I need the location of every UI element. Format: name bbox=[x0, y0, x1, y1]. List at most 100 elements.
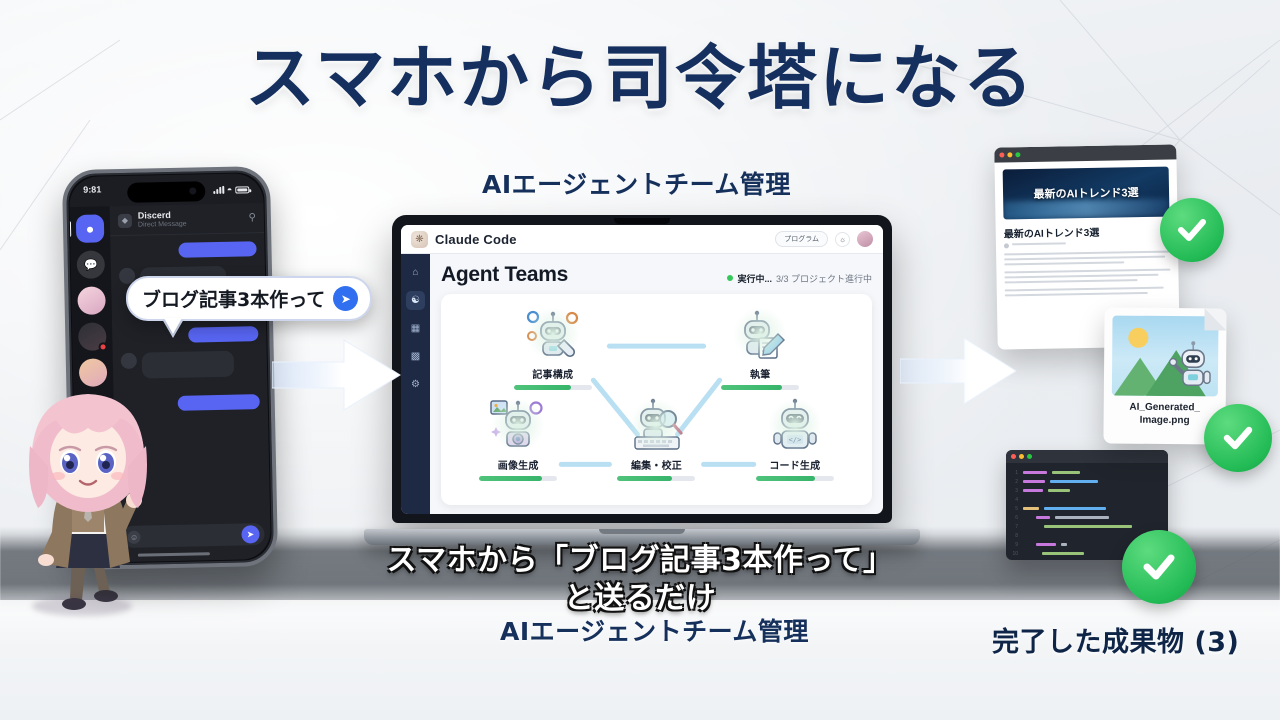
sun-icon bbox=[1128, 327, 1149, 348]
check-mark-icon bbox=[1122, 530, 1196, 604]
discord-glyph-icon: ● bbox=[85, 220, 95, 237]
message-bubble-outgoing bbox=[177, 394, 260, 411]
content-header: Agent Teams 実行中... 3/3 プロジェクト進行中 bbox=[441, 263, 872, 287]
user-avatar[interactable] bbox=[857, 231, 873, 247]
code-line: 5 bbox=[1012, 505, 1162, 512]
save-icon[interactable]: ▦ bbox=[410, 323, 421, 334]
laptop-screen: ❋ Claude Code プログラム ☼ ⌂ ☯ ▦ ▩ ⚙ bbox=[401, 225, 883, 514]
text-line bbox=[1004, 268, 1171, 274]
file-name-line1: AI_Generated_ bbox=[1129, 401, 1201, 414]
status-detail-label: 3/3 プロジェクト進行中 bbox=[775, 273, 872, 284]
code-titlebar bbox=[1006, 450, 1168, 463]
agent-progress-bar bbox=[721, 385, 800, 390]
message-bubble-outgoing bbox=[178, 241, 257, 258]
unread-badge bbox=[98, 342, 108, 352]
agent-progress-bar bbox=[479, 476, 558, 481]
code-line: 2 bbox=[1012, 478, 1162, 485]
home-icon[interactable]: ⌂ bbox=[412, 267, 419, 278]
text-line bbox=[1004, 279, 1138, 284]
chat-subtitle: Direct Message bbox=[137, 220, 187, 229]
status-dot-icon bbox=[727, 275, 734, 281]
maximize-icon[interactable] bbox=[1015, 152, 1021, 158]
agent-illustration: </> bbox=[748, 394, 842, 456]
team-icon[interactable]: ☯ bbox=[406, 291, 425, 310]
program-badge[interactable]: プログラム bbox=[775, 231, 828, 247]
text-line bbox=[1004, 291, 1148, 297]
minimize-icon[interactable] bbox=[1019, 454, 1024, 459]
browser-content: 最新のAIトレンド3選 最新のAIトレンド3選 bbox=[995, 159, 1180, 309]
text-line bbox=[1004, 286, 1165, 292]
send-arrow-icon[interactable]: ➤ bbox=[333, 286, 359, 311]
agent-progress-fill bbox=[513, 385, 572, 390]
agent-card[interactable]: 記事構成 bbox=[506, 303, 600, 390]
message-bubble-incoming bbox=[141, 350, 235, 379]
meta-dot-icon bbox=[1003, 243, 1010, 249]
minimize-icon[interactable] bbox=[1007, 152, 1013, 158]
app-sidebar[interactable]: ⌂ ☯ ▦ ▩ ⚙ bbox=[401, 254, 430, 514]
agent-name: 画像生成 bbox=[497, 461, 539, 472]
text-line bbox=[1004, 250, 1171, 256]
agent-illustration bbox=[471, 394, 565, 456]
agent-progress-bar bbox=[755, 476, 834, 481]
server-avatar-1[interactable] bbox=[77, 286, 106, 315]
close-icon[interactable] bbox=[1011, 454, 1016, 459]
file-thumbnail bbox=[1111, 315, 1219, 397]
app-name: Claude Code bbox=[435, 231, 517, 247]
mascot-character bbox=[8, 382, 168, 622]
server-icon-active[interactable]: ● bbox=[75, 214, 105, 243]
send-icon[interactable]: ➤ bbox=[241, 525, 260, 544]
text-line bbox=[1004, 273, 1159, 279]
agent-illustration bbox=[713, 303, 807, 365]
close-icon[interactable] bbox=[999, 152, 1005, 158]
agent-row-bottom: 画像生成 bbox=[449, 394, 864, 481]
status-time: 9:81 bbox=[83, 184, 102, 195]
agent-card[interactable]: 執筆 bbox=[713, 303, 807, 390]
status-badge: 実行中... 3/3 プロジェクト進行中 bbox=[727, 272, 872, 285]
agent-halo bbox=[733, 307, 788, 361]
check-mark-icon bbox=[1160, 198, 1224, 262]
laptop-body: ❋ Claude Code プログラム ☼ ⌂ ☯ ▦ ▩ ⚙ bbox=[392, 215, 892, 523]
dm-icon[interactable]: 💬 bbox=[76, 250, 106, 279]
agent-illustration bbox=[506, 303, 600, 365]
file-card-image[interactable]: AI_Generated_ Image.png bbox=[1103, 307, 1227, 445]
app-content: Agent Teams 実行中... 3/3 プロジェクト進行中 bbox=[430, 254, 883, 514]
meta-placeholder-line bbox=[1011, 242, 1066, 246]
anime-girl-illustration bbox=[29, 394, 147, 610]
file-name-line2: Image.png bbox=[1139, 414, 1190, 426]
search-icon[interactable]: ⚲ bbox=[248, 212, 256, 224]
code-line: 9 bbox=[1012, 541, 1162, 548]
status-running-label: 実行中... bbox=[737, 273, 772, 284]
page-heading: Agent Teams bbox=[441, 263, 569, 286]
agent-illustration bbox=[609, 394, 703, 456]
signal-icon bbox=[212, 185, 224, 195]
agent-card[interactable]: 編集・校正 bbox=[609, 394, 703, 481]
channel-icon: ◆ bbox=[117, 213, 133, 228]
code-line: 6 bbox=[1012, 514, 1162, 521]
section-label-deliverables: 完了した成果物 (3) bbox=[992, 627, 1240, 658]
bell-icon[interactable]: ☼ bbox=[835, 231, 850, 247]
agent-card[interactable]: 画像生成 bbox=[471, 394, 565, 481]
article-paragraph bbox=[1004, 286, 1171, 297]
message-bubble-outgoing bbox=[188, 326, 259, 343]
agent-progress-bar bbox=[513, 385, 592, 390]
battery-icon bbox=[235, 185, 250, 194]
add-icon[interactable]: ▩ bbox=[410, 351, 421, 362]
agent-name: 執筆 bbox=[750, 370, 771, 381]
agent-row-top: 記事構成 bbox=[449, 303, 864, 390]
article-paragraph bbox=[1004, 250, 1171, 266]
agent-name: 編集・校正 bbox=[630, 461, 682, 472]
laptop-camera bbox=[614, 218, 670, 224]
server-avatar-2[interactable] bbox=[78, 322, 108, 352]
code-line: 7 bbox=[1012, 523, 1162, 530]
section-label-center-top: AIエージェントチーム管理 bbox=[482, 170, 791, 199]
avatar bbox=[120, 352, 138, 370]
gear-icon[interactable]: ⚙ bbox=[411, 379, 420, 390]
chat-bubble-icon: 💬 bbox=[83, 258, 98, 272]
agent-card[interactable]: </> コード生成 bbox=[748, 394, 842, 481]
titlebar-actions: プログラム ☼ bbox=[775, 231, 873, 247]
maximize-icon[interactable] bbox=[1027, 454, 1032, 459]
code-content: 1 2 3 4 5 6 7 8 9 10 11 12 bbox=[1006, 463, 1168, 560]
app-body: ⌂ ☯ ▦ ▩ ⚙ Agent Teams 実行中... 3/3 プロジェク bbox=[401, 254, 883, 514]
check-mark-icon bbox=[1204, 404, 1272, 472]
agent-progress-fill bbox=[479, 476, 542, 481]
